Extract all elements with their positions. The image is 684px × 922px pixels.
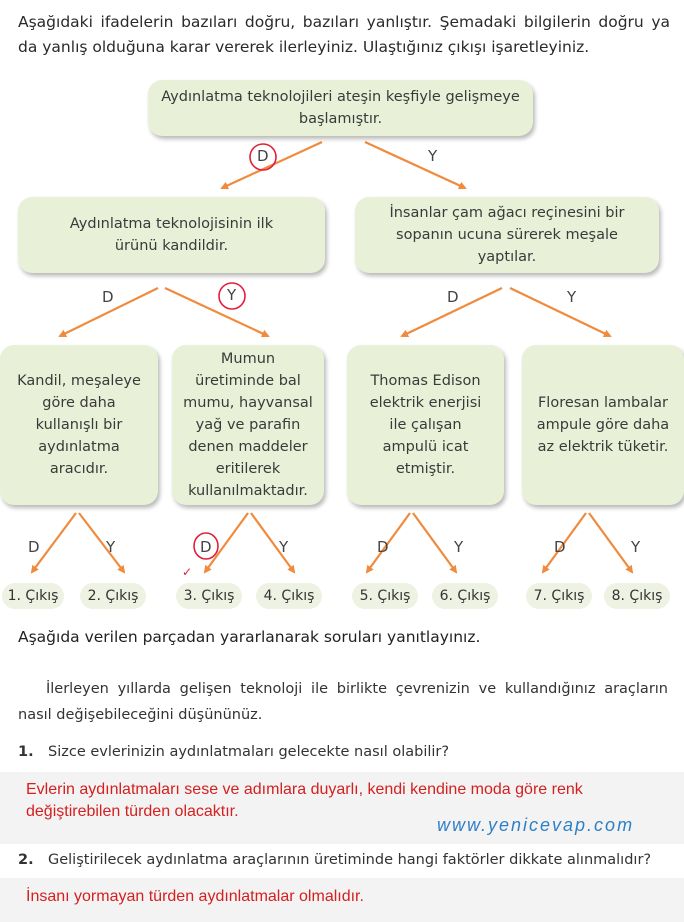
arrow-l2c-y: [412, 512, 458, 574]
label-d: D: [257, 147, 269, 165]
root-statement-box: Aydınlatma teknolojileri ateşin keşfiyle…: [148, 80, 533, 136]
arrow-l2b-y: [250, 512, 296, 574]
label-d: D: [447, 288, 459, 306]
watermark: www.yenicevap.com: [437, 815, 635, 835]
reading-paragraph: İlerleyen yıllarda gelişen teknoloji ile…: [18, 681, 668, 723]
selected-answer-circle: [249, 143, 277, 171]
question-number: 1.: [18, 744, 34, 760]
selected-answer-circle: [193, 532, 219, 560]
statement-box-l2-3: Thomas Edison elektrik enerjisi ile çalı…: [347, 345, 504, 505]
exit-3: 3. Çıkış: [176, 583, 242, 609]
section-heading: Aşağıda verilen parçadan yararlanarak so…: [18, 628, 481, 646]
flowchart-arrows: [30, 141, 634, 574]
answer-area: [0, 878, 684, 922]
statement-box-l1-right: İnsanlar çam ağacı reçinesini bir sopanı…: [355, 197, 659, 273]
label-d: D: [28, 538, 40, 556]
arrow-root-y: [364, 141, 467, 190]
exit-5: 5. Çıkış: [352, 583, 418, 609]
selected-answer-circle: [218, 282, 246, 310]
label-y: Y: [227, 286, 237, 304]
label-y: Y: [428, 147, 438, 165]
label-d: D: [377, 538, 389, 556]
arrow-l1b-y: [509, 287, 612, 338]
statement-box-l2-1: Kandil, meşaleye göre daha kullanışlı bi…: [0, 345, 158, 505]
intro-text: Aşağıdaki ifadelerin bazıları doğru, baz…: [18, 13, 670, 56]
answer-text: İnsanı yormayan türden aydınlatmalar olm…: [26, 888, 364, 905]
exit-2: 2. Çıkış: [80, 583, 146, 609]
label-y: Y: [106, 538, 116, 556]
exit-8: 8. Çıkış: [604, 583, 670, 609]
arrow-l2c-d: [365, 512, 411, 574]
statement-box-l2-2: Mumun üretiminde bal mumu, hayvansal yağ…: [172, 345, 324, 505]
question-text: Sizce evlerinizin aydınlatmaları gelecek…: [48, 744, 450, 760]
arrow-l2a-y: [78, 512, 126, 574]
label-y: Y: [567, 288, 577, 306]
arrow-root-d: [220, 141, 323, 190]
arrow-l2a-d: [30, 512, 77, 574]
arrow-l1a-y: [164, 287, 270, 338]
arrow-l2d-d: [541, 512, 587, 574]
question-text: Geliştirilecek aydınlatma araçlarının ür…: [48, 852, 652, 868]
question-number: 2.: [18, 852, 34, 868]
label-y: Y: [454, 538, 464, 556]
arrow-l1a-d: [58, 287, 159, 337]
exit-1: 1. Çıkış: [2, 583, 64, 609]
label-d: D: [200, 538, 212, 556]
exit-6: 6. Çıkış: [432, 583, 498, 609]
answer-text: Evlerin aydınlatmaları sese ve adımlara …: [26, 781, 583, 820]
exit-4: 4. Çıkış: [256, 583, 322, 609]
arrow-l1b-d: [400, 287, 503, 338]
check-mark: ✓: [182, 565, 193, 579]
arrow-l2b-d: [203, 512, 249, 574]
label-y: Y: [631, 538, 641, 556]
exit-7: 7. Çıkış: [526, 583, 592, 609]
statement-box-l2-4: Floresan lambalar ampule göre daha az el…: [522, 345, 684, 505]
arrow-l2d-y: [588, 512, 634, 574]
label-d: D: [102, 288, 114, 306]
answer-area: [0, 772, 684, 844]
label-y: Y: [279, 538, 289, 556]
label-d: D: [554, 538, 566, 556]
statement-box-l1-left: Aydınlatma teknolojisinin ilk ürünü kand…: [18, 197, 325, 273]
